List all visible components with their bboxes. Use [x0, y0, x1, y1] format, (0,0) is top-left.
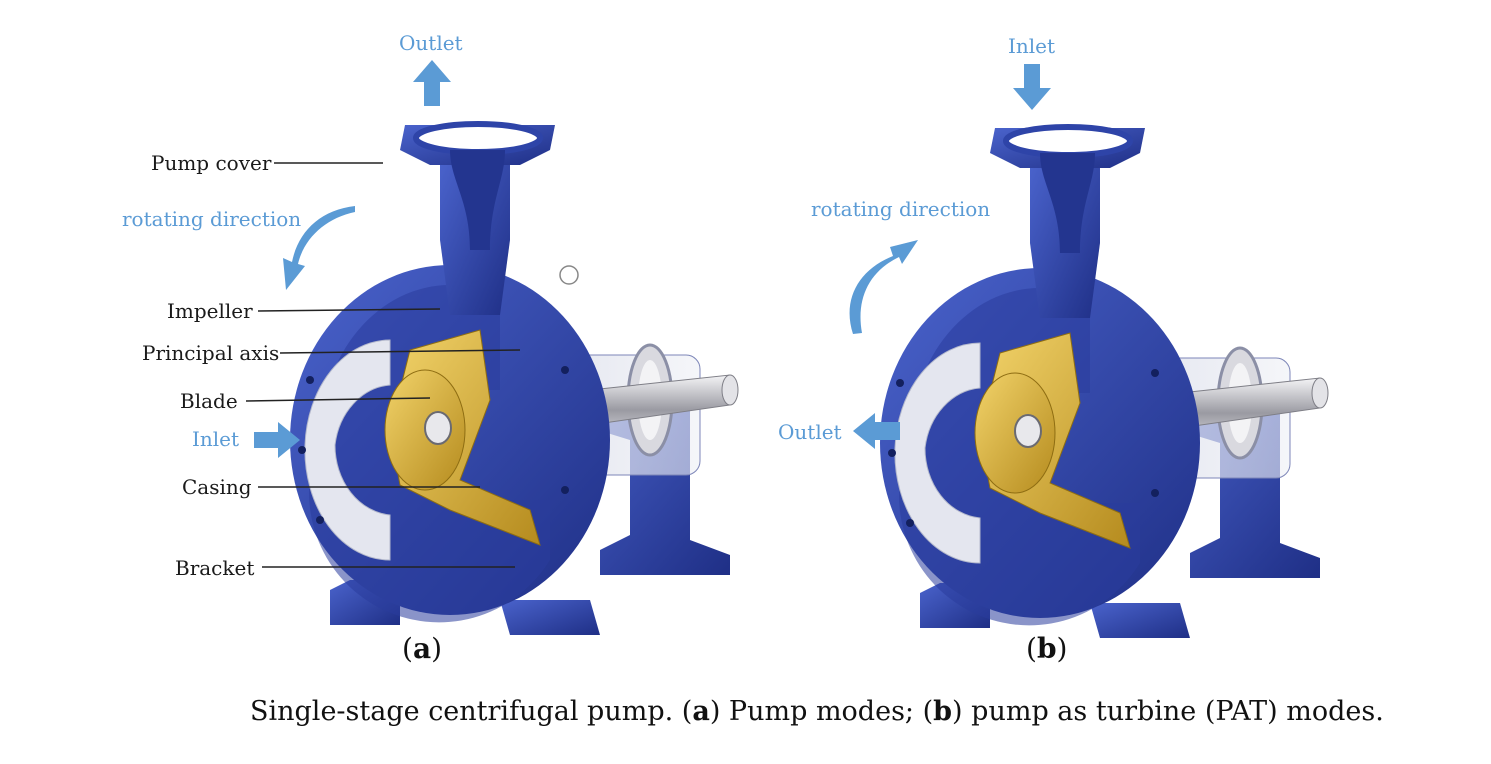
- pump-drawing-a: [290, 124, 738, 635]
- rotating-direction-label-b: rotating direction: [811, 197, 990, 221]
- rotating-arrow-b: [849, 240, 918, 334]
- subfigure-label-b: (b): [1026, 632, 1067, 665]
- inlet-label-b: Inlet: [1008, 34, 1055, 58]
- pump-cover-label: Pump cover: [151, 151, 272, 175]
- blade-label: Blade: [180, 389, 238, 413]
- principal-axis-label: Principal axis: [142, 341, 279, 365]
- blade-leader: [245, 397, 431, 402]
- casing-label: Casing: [182, 475, 252, 499]
- cursor-marker: [559, 265, 579, 285]
- inlet-arrow-b: [1013, 64, 1051, 110]
- rotating-direction-label-a: rotating direction: [122, 207, 301, 231]
- rotating-arrow-a: [283, 206, 355, 290]
- outlet-arrow-a: [413, 60, 451, 106]
- outlet-arrow-b: [853, 413, 900, 449]
- subfigure-label-a: (a): [402, 632, 442, 665]
- outlet-label-a: Outlet: [399, 31, 463, 55]
- impeller-label: Impeller: [167, 299, 253, 323]
- impeller-leader: [257, 308, 441, 312]
- figure-caption: Single-stage centrifugal pump. (a) Pump …: [250, 696, 1384, 727]
- bracket-label: Bracket: [175, 556, 254, 580]
- inlet-label-a: Inlet: [192, 427, 239, 451]
- principal-axis-leader: [279, 349, 521, 354]
- outlet-label-b: Outlet: [778, 420, 842, 444]
- inlet-arrow-a: [254, 422, 300, 458]
